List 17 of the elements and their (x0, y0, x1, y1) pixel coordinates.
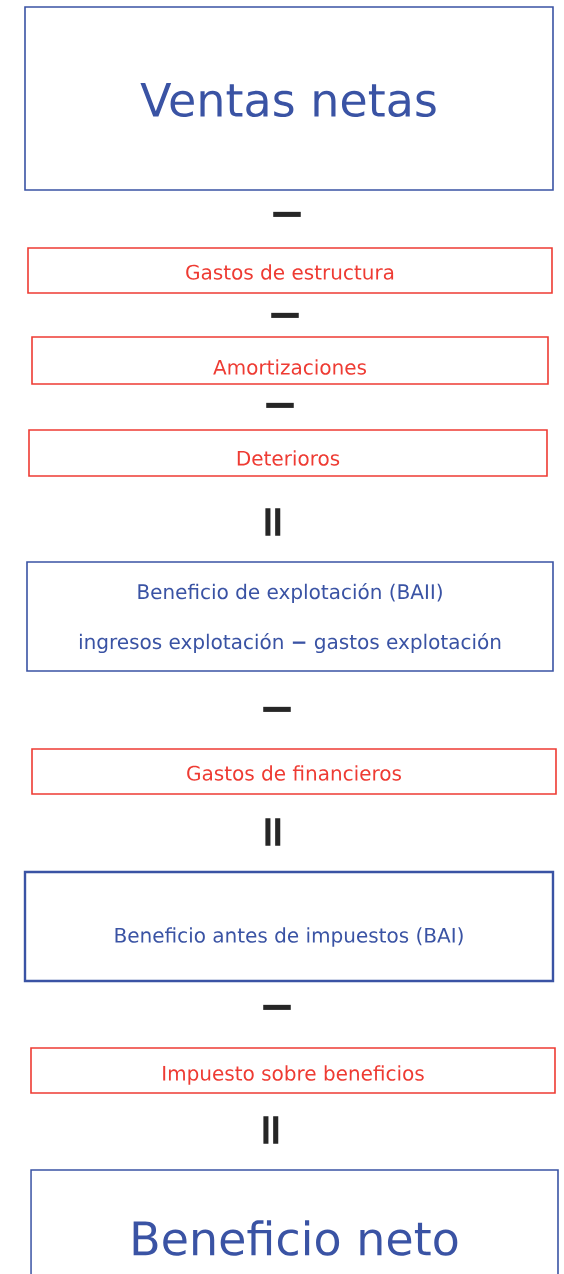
box: Deterioros (28, 429, 548, 477)
operator-sign: − (266, 402, 294, 408)
operator-sign: − (271, 312, 299, 318)
box: Impuesto sobre beneficios (30, 1047, 556, 1094)
box: Beneficio de explotación (BAII) ingresos explotación − gastos explotación (26, 561, 554, 672)
operator-sign: = (265, 508, 281, 536)
box: Gastos de estructura (27, 247, 553, 294)
box: Beneficio neto (30, 1169, 559, 1274)
operator-sign: − (263, 1004, 291, 1010)
box: Gastos de financieros (31, 748, 557, 795)
operator-sign: − (273, 211, 301, 217)
operator-sign: = (265, 818, 281, 846)
operator-sign: = (263, 1116, 279, 1144)
box: Beneficio antes de impuestos (BAI) (23, 870, 555, 983)
box: Amortizaciones (31, 336, 549, 385)
box: Ventas netas (24, 6, 554, 191)
operator-sign: − (263, 706, 291, 712)
